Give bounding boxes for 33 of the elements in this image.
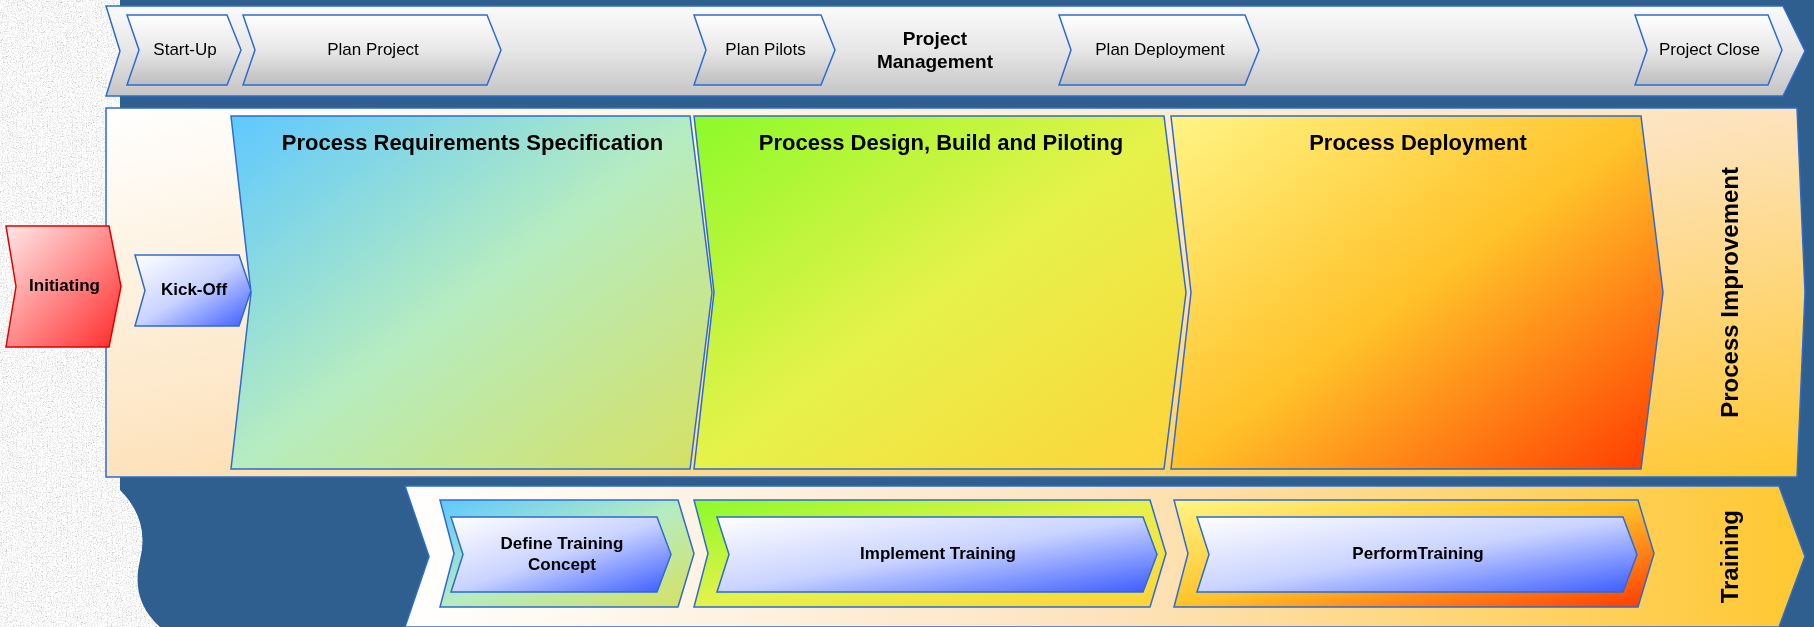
step-label: Plan Pilots bbox=[725, 39, 806, 61]
step-label: Start-Up bbox=[153, 39, 217, 61]
step-label: Initiating bbox=[29, 276, 100, 297]
step-label: Project Close bbox=[1658, 39, 1761, 61]
phase-title: Process Deployment bbox=[1309, 130, 1527, 157]
step-label: Implement Training bbox=[860, 544, 1016, 565]
chevron-step bbox=[1059, 15, 1259, 85]
swimlane-band bbox=[106, 108, 1805, 477]
chevron-step bbox=[231, 116, 712, 469]
step-label: PerformTraining bbox=[1352, 544, 1484, 565]
chevron-shape bbox=[440, 500, 694, 607]
chevron-step bbox=[106, 6, 1805, 96]
step-label: Plan Deployment bbox=[1095, 39, 1225, 61]
chevron-step bbox=[451, 517, 671, 592]
step-label: Define Training Concept bbox=[499, 534, 625, 575]
chevron-shape bbox=[1174, 500, 1654, 607]
chevron-step bbox=[1635, 15, 1782, 85]
chevron-step bbox=[694, 116, 1186, 469]
phase-title: Process Design, Build and Piloting bbox=[758, 130, 1124, 157]
step-label: Kick-Off bbox=[160, 280, 228, 301]
step-label: Plan Project bbox=[327, 39, 419, 61]
swimlane-band bbox=[405, 486, 1805, 627]
chevron-step bbox=[717, 517, 1157, 592]
chevron-step bbox=[1197, 517, 1637, 592]
chevron-step bbox=[6, 226, 121, 347]
chevron-step bbox=[694, 15, 835, 85]
lane-title: Process Improvement bbox=[1715, 167, 1744, 418]
chevron-shape bbox=[694, 500, 1166, 607]
phase-title: Process Requirements Specification bbox=[281, 130, 664, 157]
step-label: Project Management bbox=[875, 28, 995, 74]
chevron-step bbox=[1171, 116, 1663, 469]
lane-title: Training bbox=[1715, 509, 1744, 604]
chevron-step bbox=[135, 255, 251, 326]
